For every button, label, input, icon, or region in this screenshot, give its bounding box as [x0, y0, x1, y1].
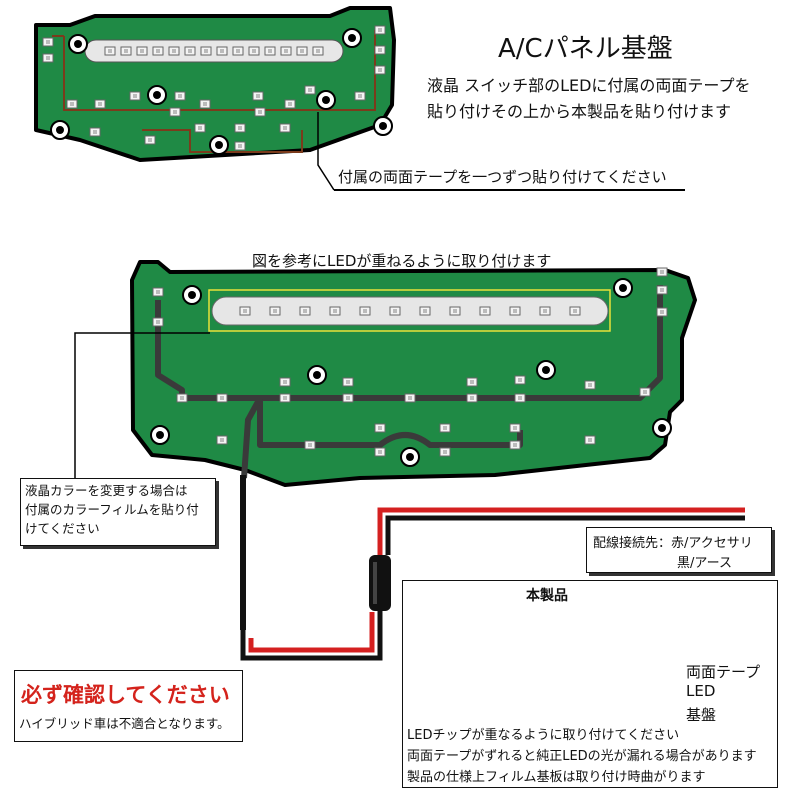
warning-body: ハイブリッド車は不適合となります。: [19, 716, 230, 731]
wiring-box: 配線接続先：赤/アクセサリ 黒/アース: [586, 527, 772, 573]
label-board: 基盤: [686, 706, 717, 724]
lcd-note-line-3: けてください: [25, 521, 100, 536]
lcd-note-line-2: 付属のカラーフィルムを貼り付: [25, 502, 199, 517]
product-note-1: LEDチップが重なるように取り付けてください: [407, 728, 680, 743]
top-callout-text: 付属の両面テープを一つずつ貼り付けてください: [338, 168, 667, 186]
wiring-line-2: 黒/アース: [677, 556, 732, 571]
product-title: 本製品: [526, 588, 568, 604]
intro-line-2: 貼り付けその上から本製品を貼り付けます: [427, 102, 732, 121]
product-box: [402, 580, 778, 788]
product-note-3: 製品の仕様上フィルム基板は取り付け時曲がります: [407, 770, 706, 785]
wiring-harness: [240, 475, 745, 661]
main-caption: 図を参考にLEDが重ねるように取り付けます: [252, 252, 552, 270]
product-note-2: 両面テープがずれると純正LEDの光が漏れる場合があります: [407, 749, 757, 764]
warning-box: 必ず確認してください ハイブリッド車は不適合となります。: [14, 670, 243, 742]
wiring-line-1: 配線接続先：赤/アクセサリ: [593, 536, 753, 551]
intro-line-1: 液晶 スイッチ部のLEDに付属の両面テープを: [427, 76, 751, 95]
lcd-note-line-1: 液晶カラーを変更する場合は: [25, 483, 188, 498]
lcd-color-note-box: 液晶カラーを変更する場合は 付属のカラーフィルムを貼り付 けてください: [20, 478, 216, 546]
label-double-sided-tape: 両面テープ: [686, 663, 761, 681]
warning-heading: 必ず確認してください: [21, 683, 230, 707]
page-title: A/Cパネル基盤: [498, 34, 673, 64]
top-pcb: [34, 6, 396, 162]
label-led: LED: [686, 682, 716, 700]
main-pcb: [130, 260, 697, 487]
